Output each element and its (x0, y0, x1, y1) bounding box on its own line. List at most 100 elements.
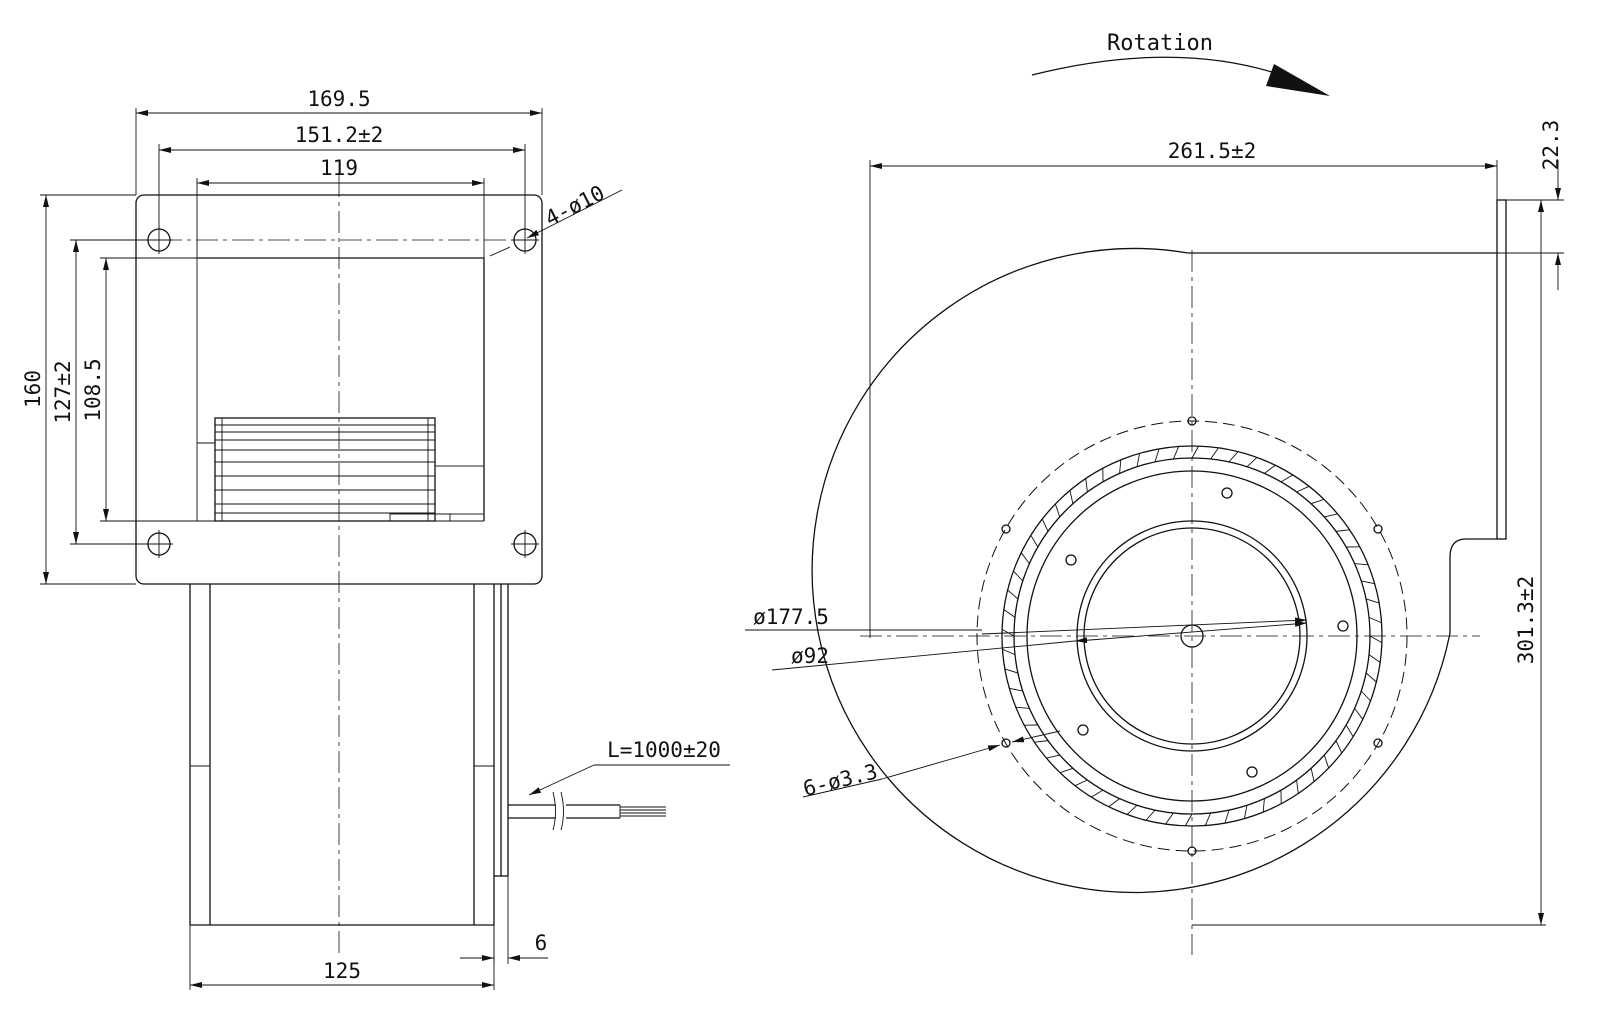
impeller-blade (1059, 767, 1074, 774)
dim-body-width: 119 (196, 156, 485, 258)
dim-depth-label: 125 (323, 959, 361, 983)
impeller-blade (1354, 563, 1369, 566)
hub-inner (1083, 527, 1301, 745)
impeller-blade (1172, 446, 1180, 460)
dim-motor-holes-label: 6-ø3.3 (801, 759, 880, 801)
impeller-blade (1184, 813, 1193, 827)
dim-overall-height: 301.3±2 (1192, 199, 1546, 926)
impeller-blade (1296, 779, 1299, 794)
outlet-flange (1496, 199, 1507, 540)
scroll-housing (811, 247, 1497, 894)
impeller-blade (1003, 609, 1016, 618)
dim-depth: 125 (189, 925, 495, 990)
impeller-blade (1204, 812, 1212, 826)
dim-flange-height: 160 (21, 194, 136, 585)
impeller-blade (1009, 687, 1023, 692)
impeller-blade (1069, 490, 1074, 504)
impeller-blade (1361, 580, 1375, 585)
impeller-blade (1020, 552, 1030, 564)
impeller-blade (1280, 474, 1293, 483)
dim-plate-thickness-label: 6 (535, 931, 548, 955)
dim-hole-spacing-y: 127±2 (51, 239, 148, 545)
impeller-blade (1243, 805, 1248, 819)
impeller-blade (1136, 453, 1141, 467)
impeller-blade (1030, 535, 1039, 548)
impeller-blade (1191, 445, 1200, 459)
dim-overall-width: 261.5±2 (869, 139, 1498, 638)
impeller-blade (1046, 754, 1060, 759)
dim-flange-height-label: 160 (21, 370, 45, 408)
impeller-blade (1013, 570, 1024, 582)
impeller-blade (1335, 740, 1343, 754)
impeller-blade (1165, 812, 1174, 825)
dim-plate-thickness: 6 (460, 876, 548, 964)
front-view: 261.5±2 22.3 301.3±2 ø177.5 ø92 (745, 120, 1564, 955)
impeller-blade (1054, 503, 1061, 518)
dim-outlet-offset-label: 22.3 (1539, 120, 1563, 171)
dim-outlet-offset: 22.3 (1497, 120, 1564, 290)
rotation-arrow-head (1266, 64, 1330, 96)
impeller-blade (1074, 779, 1088, 787)
impeller-blade (1296, 485, 1310, 493)
dim-opening-height: 108.5 (81, 257, 197, 522)
dim-flange-width: 169.5 (135, 87, 543, 195)
dim-mounting-holes: 4-ø10 (489, 181, 623, 257)
dim-hole-spacing-x-label: 151.2±2 (295, 123, 384, 147)
impeller-blade (1335, 529, 1350, 532)
impeller-blade (1264, 464, 1276, 474)
hole-bottom-right (511, 530, 539, 558)
dim-hole-spacing-x: 151.2±2 (158, 123, 526, 229)
hole-bottom-left (145, 530, 173, 558)
impeller-blade (1310, 498, 1325, 505)
dim-mounting-holes-label: 4-ø10 (541, 181, 608, 231)
impeller-blade (1034, 740, 1049, 743)
impeller-blade (1345, 724, 1354, 737)
impeller-blade (1108, 798, 1120, 808)
impeller-blade (1360, 690, 1371, 702)
hub-outer (1076, 520, 1308, 752)
impeller-blade (1210, 447, 1219, 460)
impeller-blade (1002, 648, 1016, 656)
impeller-blade (1154, 448, 1160, 463)
rotation-indicator: Rotation (1031, 31, 1330, 96)
impeller-blade (1369, 635, 1383, 644)
impeller-front (1001, 445, 1383, 827)
dim-hub-dia: ø92 (771, 620, 1308, 671)
dim-bolt-circle-dia-label: ø177.5 (753, 605, 829, 629)
impeller-blade (1041, 518, 1049, 532)
housing-inner-outline (197, 257, 485, 521)
dim-opening-height-label: 108.5 (81, 358, 105, 421)
flange-holes (145, 226, 539, 558)
rotation-label: Rotation (1107, 31, 1213, 56)
impeller-blade (1365, 598, 1380, 604)
impeller-blade (1228, 451, 1239, 463)
dim-overall-height-label: 301.3±2 (1514, 576, 1538, 665)
impeller-blade (1246, 457, 1258, 468)
impeller-blade (1145, 809, 1156, 821)
impeller-blade (1126, 804, 1138, 815)
impeller-blade (1368, 616, 1382, 624)
bolt-circle (976, 420, 1408, 852)
side-view: 169.5 151.2±2 119 4-ø10 160 (21, 87, 730, 990)
impeller-side (214, 417, 485, 522)
impeller-blade (1224, 809, 1230, 824)
impeller-blade (1310, 768, 1315, 782)
dim-motor-holes: 6-ø3.3 (801, 730, 1061, 801)
impeller-blade (1085, 478, 1088, 493)
impeller-blade (1323, 754, 1330, 769)
mounting-bolt-holes (1001, 416, 1383, 856)
impeller-blade (1354, 708, 1364, 720)
dim-cable-length: L=1000±20 (528, 738, 730, 796)
dim-body-width-label: 119 (320, 156, 358, 180)
rotation-arc (1031, 56, 1291, 79)
impeller-blade (1091, 789, 1104, 798)
dim-overall-width-label: 261.5±2 (1168, 139, 1257, 163)
dim-hole-spacing-y-label: 127±2 (51, 360, 75, 423)
motor-holes (1065, 487, 1349, 778)
impeller-blade (1119, 459, 1122, 474)
dim-hub-dia-label: ø92 (791, 644, 829, 668)
impeller-blade (1015, 706, 1030, 709)
dim-flange-width-label: 169.5 (307, 87, 370, 111)
impeller-blade (1368, 654, 1381, 663)
